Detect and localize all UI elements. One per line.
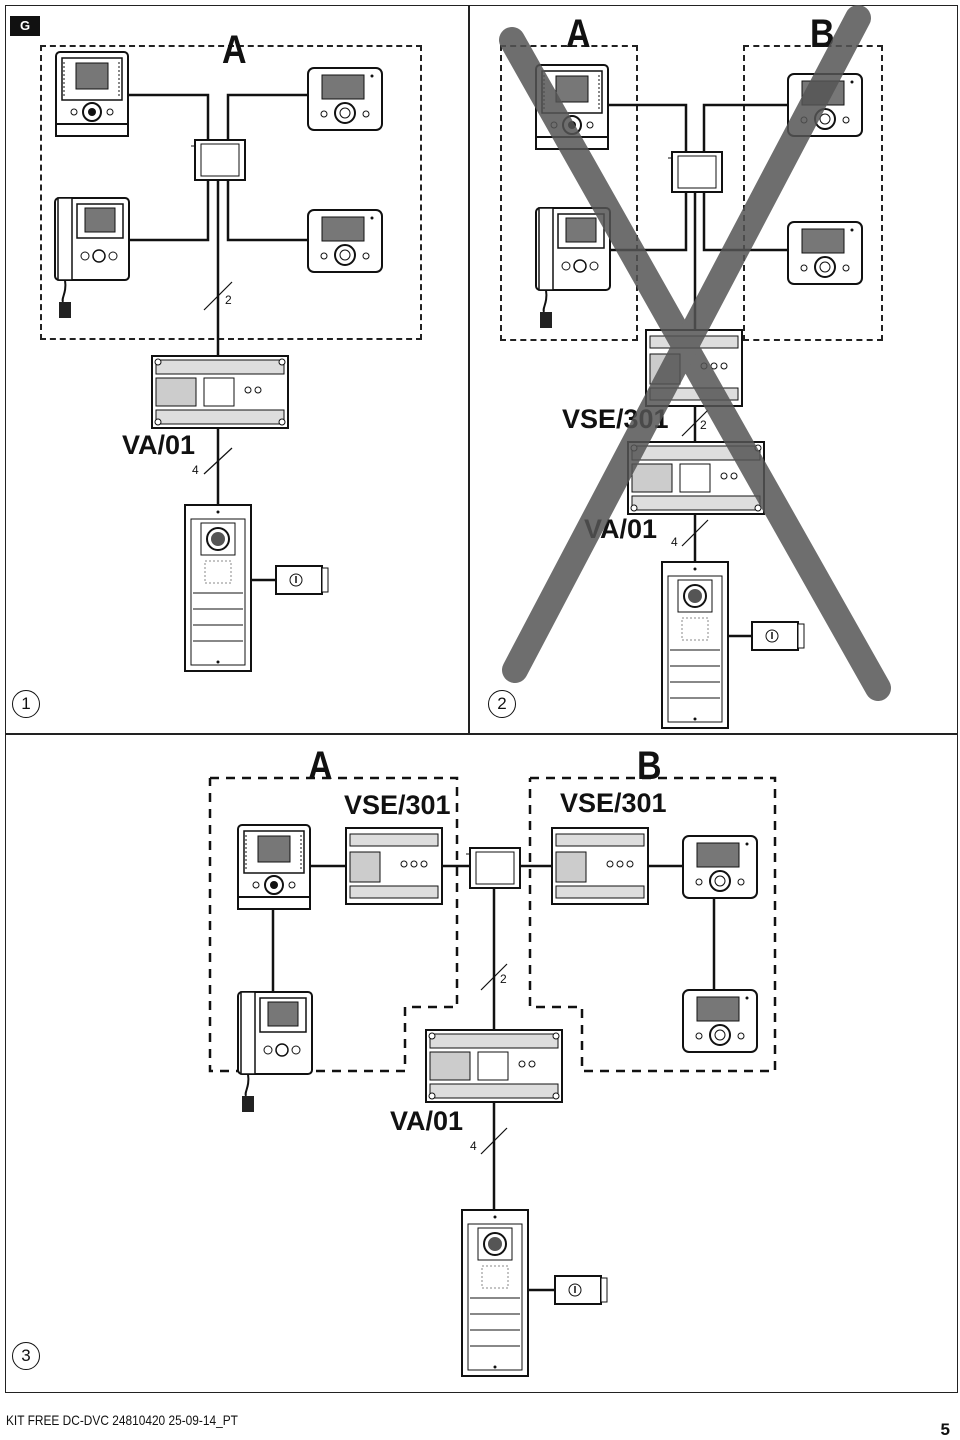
panel-2-zone-b [743,45,883,341]
p3-videophone-icon [237,824,311,910]
panel-3-vse301-b-label: VSE/301 [560,788,667,818]
page-number: 5 [940,1420,950,1439]
panel-1-wire-4: 4 [192,463,199,477]
panel-1-va01-label: VA/01 [122,430,196,460]
p1-monitor-top-icon [307,67,383,131]
p2-lock-icon [751,621,805,651]
panel-1-frame [5,5,470,735]
panel-2-zone-a [500,45,638,341]
p1-junction-box-icon [190,139,246,181]
panel-2-step-number: 2 [488,690,516,718]
panel-3-wire-4: 4 [470,1139,477,1153]
p1-handset-videophone-icon [54,197,130,319]
p2-handset-videophone-icon [535,207,611,329]
figure-badge: G [10,16,40,36]
panel-1-step-number: 1 [12,690,40,718]
panel-2-zone-a-label: A [566,12,591,56]
panel-3-zone-b-label: B [637,744,662,788]
p1-videophone-icon [55,51,129,137]
panel-1-wire-2: 2 [225,293,232,307]
panel-3-vse301-a-label: VSE/301 [344,790,451,820]
p2-monitor-bottom-icon [787,221,863,285]
panel-3-zone-a-label: A [308,744,333,788]
p2-door-panel-icon [661,561,729,729]
p3-handset-videophone-icon [237,991,313,1113]
cross-out-icon [499,5,891,701]
panel-2-wire-2: 2 [700,418,707,432]
panel-2-wire-4: 4 [671,535,678,549]
footer-doc-ref: KIT FREE DC-DVC 24810420 25-09-14_PT [6,1412,238,1428]
p3-monitor-bottom-icon [682,989,758,1053]
panel-1-zone-a-label: A [222,28,247,72]
p3-vse301-a-icon [345,827,443,905]
panel-1-zone-a [40,45,422,340]
p3-zone-a-outline [208,776,459,1073]
p2-junction-box-icon [667,151,723,193]
p3-door-panel-icon [461,1209,529,1377]
p1-lock-icon [275,565,329,595]
panel-3-step-number: 3 [12,1342,40,1370]
p3-vse301-b-icon [551,827,649,905]
p3-junction-box-icon [465,847,521,889]
p3-power-supply-icon [425,1029,563,1103]
p3-monitor-top-icon [682,835,758,899]
panel-3-frame [5,733,958,1393]
p3-lock-icon [554,1275,608,1305]
panel-2-frame [468,5,958,735]
p1-power-supply-icon [151,355,289,429]
p1-monitor-bottom-icon [307,209,383,273]
panel-3-va01-label: VA/01 [390,1106,464,1136]
p1-door-panel-icon [184,504,252,672]
panel-3-wire-2: 2 [500,972,507,986]
p3-zone-b-outline [528,776,777,1073]
